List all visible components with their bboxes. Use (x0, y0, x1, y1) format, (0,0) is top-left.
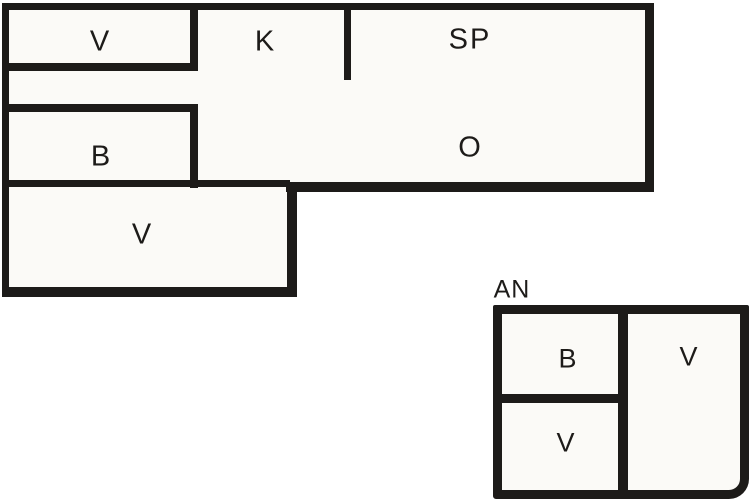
wall-main-left (2, 3, 9, 297)
wall-b-room-right (190, 104, 198, 188)
annex-room-label-v-lower: V (556, 427, 576, 458)
annex-room-label-v-right: V (679, 341, 699, 372)
lower-v-room-interior (2, 180, 297, 297)
wall-annex-divider-horizontal (499, 394, 628, 403)
room-label-v-top: V (89, 25, 111, 58)
annex-room-label-b: B (558, 343, 578, 374)
wall-b-room-bottom (2, 180, 290, 187)
wall-main-right (645, 3, 654, 192)
wall-main-top (2, 3, 653, 10)
wall-k-sp-partition (344, 3, 351, 80)
room-label-o: O (458, 131, 482, 164)
wall-lower-v-room-right (287, 182, 297, 297)
wall-vtop-room-bottom (2, 63, 198, 71)
room-label-v-lower: V (131, 218, 153, 251)
room-label-k: K (254, 25, 276, 58)
wall-b-room-top (2, 104, 198, 112)
wall-main-bottom (286, 182, 654, 192)
room-label-sp: SP (448, 23, 492, 56)
wall-lower-v-room-bottom (2, 287, 297, 297)
wall-vtop-room-right (190, 3, 198, 71)
main-building-interior (2, 3, 653, 192)
annex-title: AN (493, 275, 531, 304)
room-label-b: B (90, 140, 112, 173)
